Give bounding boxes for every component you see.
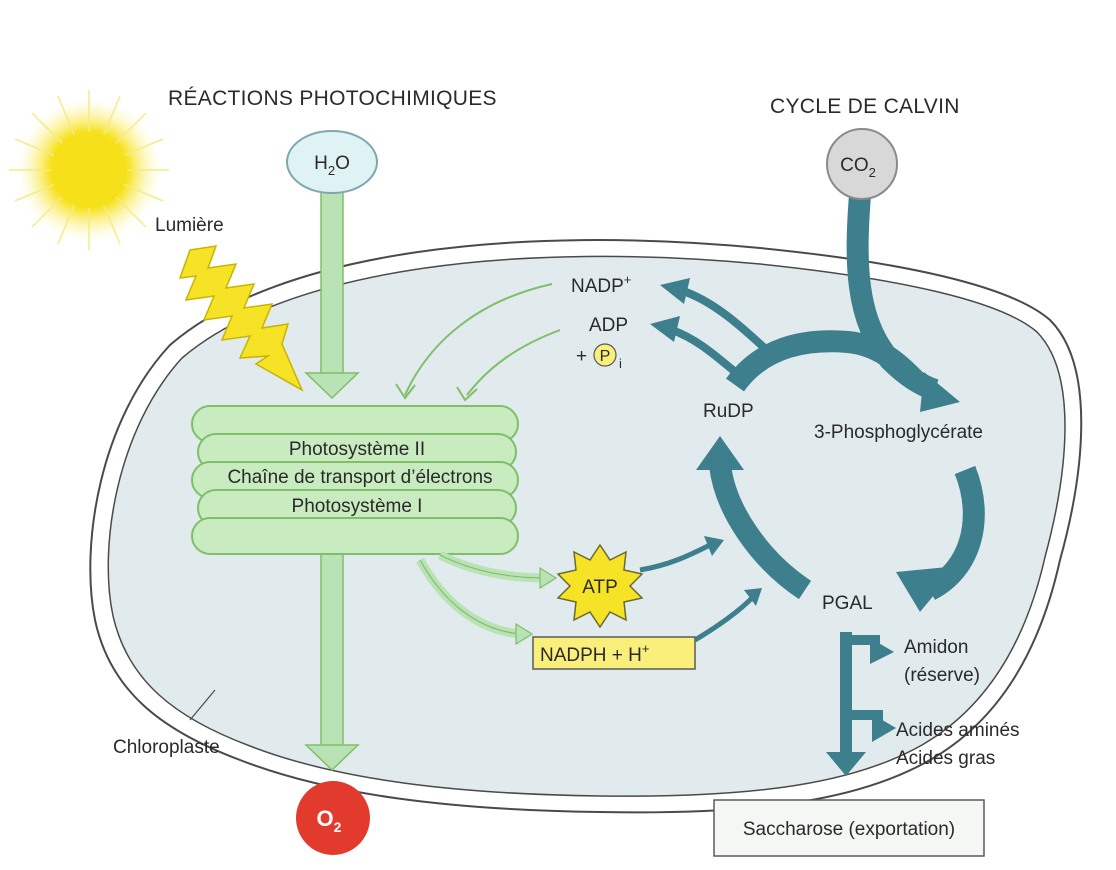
sucrose-label: Saccharose (exportation) [743, 819, 955, 840]
co2-label: CO2 [840, 155, 876, 180]
nadp-sup: + [624, 272, 632, 287]
nadp-label: NADP+ [571, 272, 631, 297]
light-reactions-header: RÉACTIONS PHOTOCHIMIQUES [168, 87, 497, 110]
adp-input-arrowhead [456, 386, 478, 402]
sucrose-box: Saccharose (exportation) [713, 799, 985, 857]
oxygen-node: O2 [296, 781, 370, 855]
rudp-label: RuDP [703, 401, 754, 422]
oxygen-main: O [317, 806, 334, 831]
fatty-acids-label: Acides gras [896, 748, 995, 769]
atp-label: ATP [582, 577, 618, 598]
water-sub: 2 [328, 163, 335, 178]
nadph-box: NADPH + H+ [532, 636, 696, 670]
water-main: H [314, 153, 328, 174]
phosphate-letter: P [600, 348, 611, 365]
starch-reserve-label: (réserve) [904, 665, 980, 686]
light-input-arrows [395, 283, 561, 402]
nadp-main: NADP [571, 276, 624, 297]
phosphate-circle [593, 343, 617, 367]
water-label: H2O [314, 153, 350, 178]
light-output-arrows [416, 550, 558, 646]
phosphate-subscript: i [619, 356, 622, 371]
pgal-outputs [826, 632, 896, 776]
co2-node: CO2 [826, 128, 898, 200]
chloroplast-leader [189, 689, 216, 721]
phosphate-plus: + [576, 346, 587, 367]
light-label: Lumière [155, 215, 224, 236]
amino-acids-label: Acides aminés [896, 720, 1020, 741]
oxygen-sub: 2 [334, 819, 342, 835]
chloroplast-label: Chloroplaste [113, 737, 220, 758]
water-tail: O [335, 153, 350, 174]
phosphate-group: + P i [576, 343, 622, 371]
lightning-icon [178, 245, 304, 392]
sun-icon [9, 90, 169, 250]
adp-label: ADP [589, 315, 628, 336]
adp-input-arrow [466, 329, 561, 396]
electron-chain-label: Chaîne de transport d’électrons [227, 467, 492, 488]
starch-label: Amidon [904, 637, 968, 658]
pgal-label: PGAL [822, 593, 873, 614]
pga-label: 3-Phosphoglycérate [814, 422, 983, 443]
co2-sub: 2 [869, 165, 876, 180]
co2-main: CO [840, 155, 869, 176]
energy-to-calvin-arrows [639, 536, 762, 643]
calvin-cycle [696, 194, 985, 612]
calvin-output-arrows [650, 278, 775, 384]
photosystem-ii-label: Photosystème II [289, 439, 425, 460]
thylakoid-stack: Photosystème II Chaîne de transport d’él… [191, 405, 519, 555]
nadph-sup: + [642, 641, 650, 656]
water-node: H2O [286, 130, 378, 194]
nadp-input-arrow [404, 283, 553, 396]
calvin-cycle-header: CYCLE DE CALVIN [770, 95, 960, 118]
nadp-input-arrowhead [395, 383, 416, 400]
photosystem-i-label: Photosystème I [292, 496, 423, 517]
nadph-label: NADPH + H+ [540, 641, 649, 666]
nadph-main: NADPH + H [540, 645, 642, 666]
atp-badge: ATP [556, 543, 644, 629]
oxygen-label: O2 [317, 806, 342, 835]
